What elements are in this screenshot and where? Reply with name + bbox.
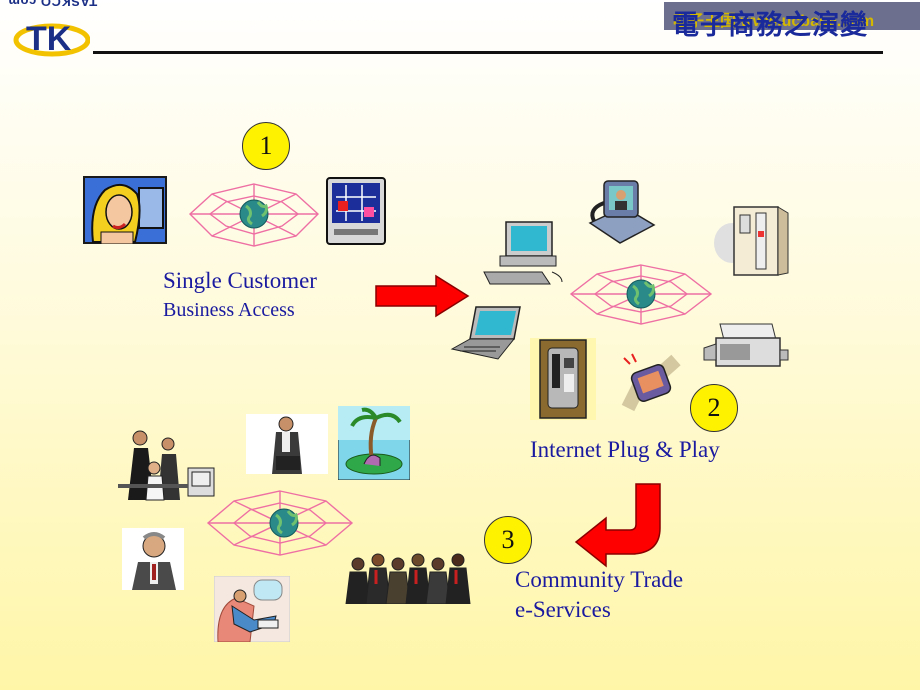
header-divider: [93, 51, 883, 54]
payphone-icon: [530, 338, 596, 420]
executive-portrait-icon: [122, 528, 184, 590]
title-watermark: 电子王国 www.ucbase.com: [672, 13, 875, 30]
server-cabinet-icon: [712, 203, 790, 279]
desktop-computer-icon: [480, 220, 568, 286]
logo-mark: TK: [26, 20, 72, 58]
step-2-label: Internet Plug & Play: [530, 437, 720, 462]
network-web-3: [204, 488, 356, 558]
page-title: 電子商務之演變: [672, 10, 868, 41]
wrist-phone-icon: [620, 352, 682, 416]
island-icon: [338, 406, 410, 480]
right-arrow: [374, 274, 470, 318]
network-web-2: [567, 262, 715, 326]
video-phone-icon: [584, 177, 656, 247]
business-group-icon: [344, 550, 482, 604]
step-1-label-line1: Single Customer: [163, 268, 317, 293]
airplane-passenger-icon: [214, 576, 290, 642]
step-1-badge: 1: [242, 122, 290, 170]
printer-icon: [702, 320, 790, 372]
curved-down-left-arrow: [574, 482, 664, 568]
laptop-icon: [450, 305, 524, 363]
step-1-label-line2: Business Access: [163, 299, 295, 321]
company-logo: TK: [6, 0, 90, 62]
step-2-badge: 2: [690, 384, 738, 432]
network-web-1: [186, 180, 322, 248]
woman-at-computer-icon: [83, 176, 167, 244]
title-banner: [664, 2, 920, 30]
logo-text: TASKCO.com: [8, 0, 98, 9]
step-3-label-line2: e-Services: [515, 597, 611, 622]
step-3-label-line1: Community Trade: [515, 567, 684, 592]
map-terminal-icon: [326, 177, 386, 245]
office-team-icon: [114, 428, 218, 502]
step-3-badge: 3: [484, 516, 532, 564]
businessman-phone-icon: [246, 414, 328, 474]
